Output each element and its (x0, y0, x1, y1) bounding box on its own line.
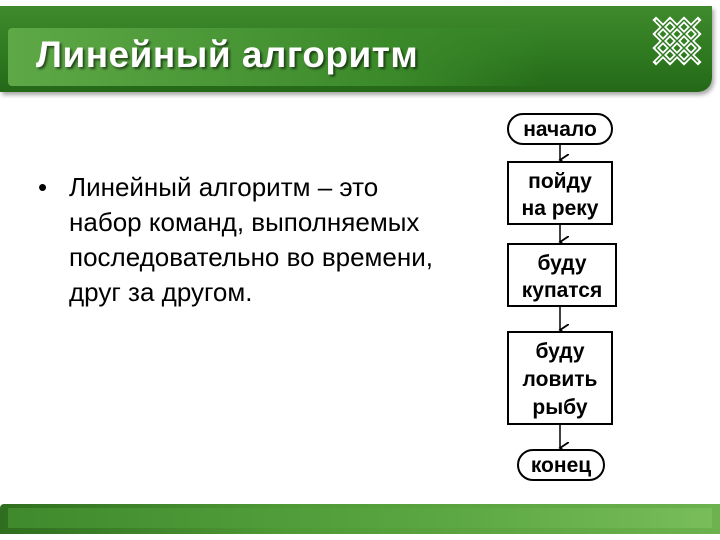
flowchart: начало пойду на реку буду купатся буду л… (507, 113, 617, 481)
process-line: на реку (522, 197, 599, 220)
process-line: рыбу (532, 396, 587, 419)
process-box (507, 243, 617, 307)
end-label: конец (531, 454, 591, 477)
process-line: пойду (528, 170, 592, 193)
start-label: начало (523, 118, 597, 141)
process-line: купатся (522, 279, 603, 302)
process-line: буду (537, 252, 586, 275)
process-line: буду (535, 340, 584, 363)
bullet-item: Линейный алгоритм – это набор команд, вы… (69, 172, 433, 307)
title-strip (8, 28, 548, 86)
footer-bar (0, 504, 720, 534)
slide-title: Линейный алгоритм (36, 34, 419, 75)
celtic-knot-icon (652, 16, 702, 66)
bullet-list: • Линейный алгоритм – это набор команд, … (38, 170, 458, 310)
title-bar: Линейный алгоритм (0, 6, 712, 92)
end-terminal (517, 449, 605, 481)
bullet-marker: • (38, 172, 48, 202)
process-line: ловить (523, 368, 598, 391)
